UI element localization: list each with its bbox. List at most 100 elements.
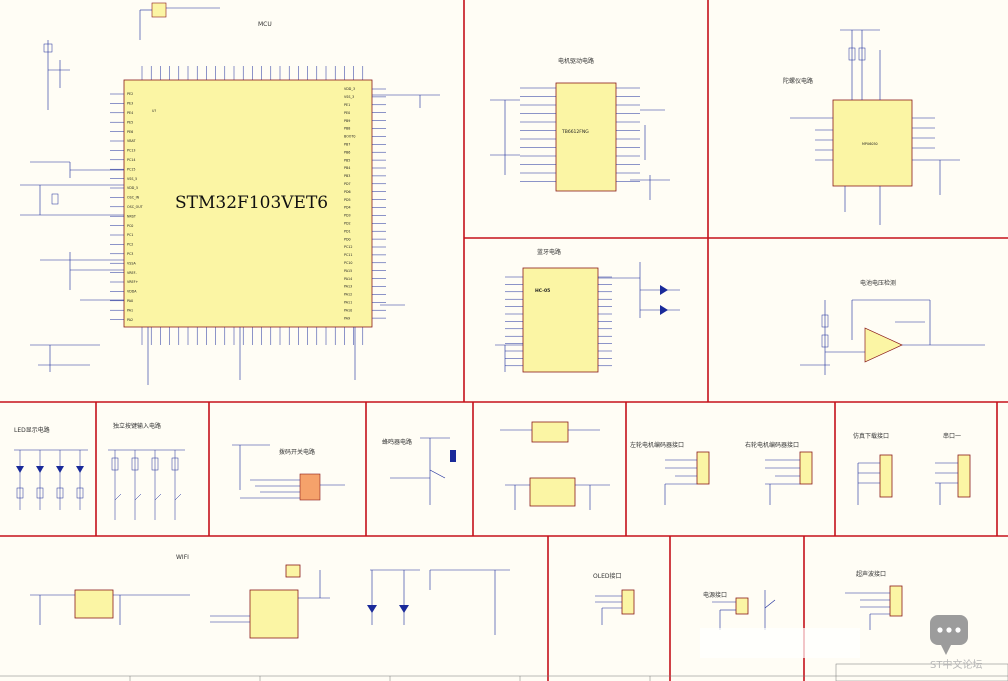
resistor-icon: [111, 457, 119, 471]
mcu-right-pin-label: PB8: [344, 127, 350, 131]
regulator-top: [531, 421, 569, 443]
mcu-left-pin-label: PC0: [127, 224, 133, 228]
mcu-left-pin-label: PA2: [127, 318, 133, 322]
mcu-left-pin-label: PC2: [127, 243, 133, 247]
mcu-chip-name: STM32F103VET6: [175, 193, 328, 213]
regulator-bottom: [529, 477, 576, 507]
switch-icon: [134, 493, 142, 501]
right-encoder-title: 右轮电机编码器接口: [745, 441, 799, 449]
gyro-section: 陀螺仪电路 MPU6050: [783, 29, 960, 225]
tb6612-chip-name: TB6612FNG: [561, 129, 589, 135]
mcu-right-pin-label: PA12: [344, 293, 352, 297]
mcu-right-pin-label: PB5: [344, 158, 350, 162]
wifi-regulator: [74, 589, 114, 619]
mcu-right-pin-label: PD7: [344, 182, 351, 186]
left-encoder-section: 左轮电机编码器接口: [630, 441, 710, 505]
mcu-left-pin-label: VBAT: [127, 139, 137, 143]
mcu-left-pin-label: VDDA: [127, 290, 137, 294]
mcu-right-pin-label: PD6: [344, 190, 351, 194]
mcu-right-pin-label: PA9: [344, 316, 350, 320]
wifi-title: WIFI: [176, 554, 189, 561]
switch-icon: [154, 493, 162, 501]
led-section: LED显示电路: [14, 426, 88, 510]
led-icon: [56, 466, 64, 473]
power-section: [500, 421, 610, 510]
mcu-right-pin-label: BOOT0: [344, 135, 356, 139]
power-port-title: 电源接口: [703, 591, 727, 599]
mcu-right-pin-label: VSS_3: [344, 95, 354, 99]
mcu-left-pin-label: PC1: [127, 233, 133, 237]
mcu-left-pin-label: PE2: [127, 92, 133, 96]
left-encoder-title: 左轮电机编码器接口: [630, 441, 684, 449]
mcu-right-pin-label: PA13: [344, 285, 352, 289]
mcu-right-pin-label: PA14: [344, 277, 352, 281]
mcu-right-pin-label: PD3: [344, 214, 351, 218]
mcu-left-pin-label: PE5: [127, 120, 133, 124]
ultrasonic-title: 超声波接口: [856, 570, 886, 578]
mpu6050-chip-name: MPU6050: [862, 142, 878, 146]
mcu-right-pin-label: PB4: [344, 166, 350, 170]
watermark: ST中文论坛: [700, 615, 982, 671]
resistor-icon: [171, 457, 179, 471]
hc05-chip-name: HC-05: [535, 288, 550, 294]
mpu6050-chip: [832, 99, 913, 187]
mcu-left-pin-label: VREF+: [127, 280, 139, 284]
mcu-right-pin-label: PD0: [344, 237, 351, 241]
battery-detect-section: 电池电压检测: [800, 279, 985, 375]
resistor-icon: [56, 487, 64, 499]
resistor-icon: [151, 457, 159, 471]
watermark-text: ST中文论坛: [930, 658, 982, 671]
serial-title: 串口一: [943, 432, 961, 440]
mcu-right-pin-label: PA15: [344, 269, 352, 273]
esp8266-chip: [249, 589, 299, 639]
switch-icon: [174, 493, 182, 501]
mcu-right-pin-label: PC10: [344, 261, 353, 265]
led-title: LED显示电路: [14, 426, 50, 434]
gyro-title: 陀螺仪电路: [783, 77, 813, 85]
mcu-left-pin-label: PC15: [127, 167, 136, 171]
dip-section: 拨码开关电路: [232, 444, 345, 501]
keys-title: 独立按键输入电路: [113, 422, 161, 430]
mcu-right-pin-label: PD1: [344, 229, 351, 233]
serial-section: 串口一: [935, 432, 971, 505]
mcu-left-pin-label: PA1: [127, 308, 133, 312]
tb6612-chip: [555, 82, 617, 192]
mcu-right-pin-label: PD2: [344, 222, 351, 226]
mcu-right-pin-label: PB7: [344, 143, 350, 147]
motor-driver-title: 电机驱动电路: [558, 57, 594, 65]
hc05-chip: [522, 267, 599, 373]
mcu-left-pin-label: PC13: [127, 149, 136, 153]
mcu-right-pin-label: PC12: [344, 245, 353, 249]
led-icon: [36, 466, 44, 473]
mcu-right-pin-label: PB3: [344, 174, 350, 178]
right-encoder-section: 右轮电机编码器接口: [745, 441, 813, 505]
mcu-right-pin-label: PA10: [344, 308, 352, 312]
motor-driver-section: 电机驱动电路 TB6612FNG: [490, 57, 670, 200]
mcu-right-pin-label: PA11: [344, 301, 352, 305]
resistor-icon: [76, 487, 84, 499]
mcu-left-pin-label: OSC_IN: [127, 196, 140, 200]
switch-icon: [114, 493, 122, 501]
mcu-title: MCU: [258, 21, 272, 28]
frame-bottom: [0, 663, 1008, 681]
mcu-right-pin-label: PD4: [344, 206, 351, 210]
mcu-right-pin-label: VDD_3: [344, 87, 355, 91]
mcu-section: MCU STM32F103VET6 U? PE2PE3PE4PE5PE6VBAT…: [20, 2, 440, 385]
buzzer-section: 蜂鸣器电路: [382, 437, 456, 505]
mcu-right-pin-label: PB9: [344, 119, 350, 123]
mcu-right-pin-label: PD5: [344, 198, 351, 202]
resistor-icon: [36, 487, 44, 499]
wifi-section: WIFI: [30, 554, 510, 639]
resistor-icon: [16, 487, 24, 499]
mcu-chip: [123, 79, 373, 328]
mcu-left-pin-label: VDD_5: [127, 186, 138, 190]
mcu-left-pin-label: OSC_OUT: [127, 205, 144, 209]
bluetooth-section: 蓝牙电路 HC-05: [495, 248, 680, 373]
mcu-left-pin-label: VSS_5: [127, 177, 137, 181]
resistor-icon: [131, 457, 139, 471]
mcu-right-pin-label: PC11: [344, 253, 353, 257]
mcu-left-pin-label: PE4: [127, 111, 133, 115]
mcu-left-pin-label: NRST: [127, 214, 137, 218]
mcu-bottom-pins: [141, 327, 364, 345]
